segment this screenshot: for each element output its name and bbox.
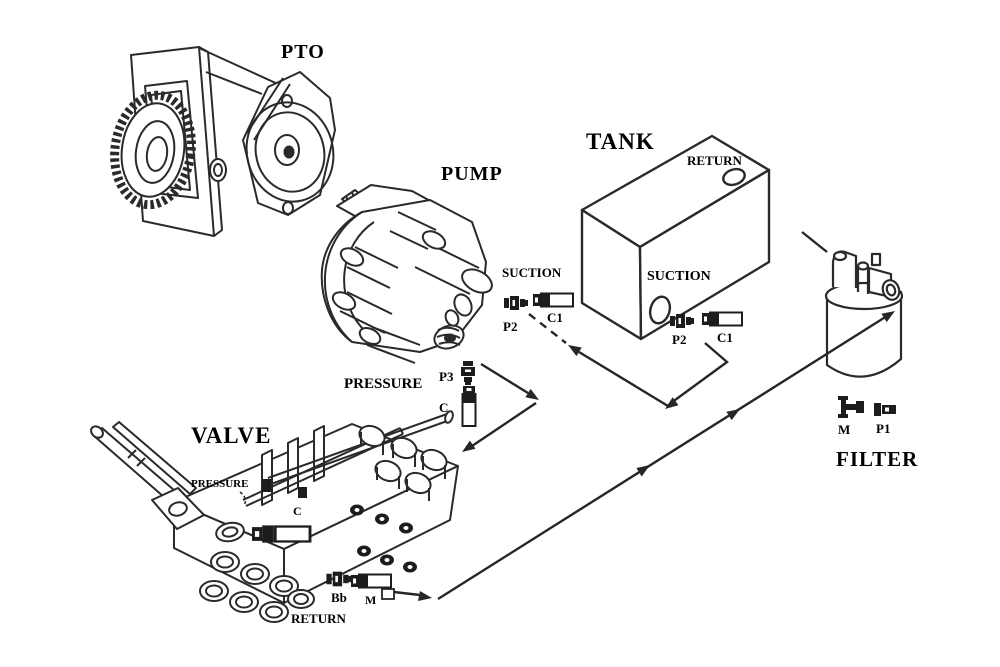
tank-label: TANK [586, 129, 655, 154]
filter-drawing [824, 250, 904, 378]
filter-m-fitting [838, 396, 864, 418]
pto-drawing [110, 46, 336, 237]
fittings [250, 291, 896, 590]
tank-return-hole [722, 167, 746, 187]
return-arrowhead-mid-2 [726, 409, 740, 421]
pump-p2-label: P2 [503, 319, 518, 334]
pressure-arrowhead-corner [525, 388, 539, 400]
return-arrowhead-mid-1 [636, 465, 650, 477]
valve-hex-plugs [199, 551, 315, 623]
suction-line [528, 313, 729, 409]
valve-c-fitting [250, 523, 312, 545]
valve-drawing [90, 410, 459, 623]
pump-cylinders [331, 211, 493, 364]
valve-top-ports [358, 424, 448, 501]
valve-pressure-label: PRESSURE [191, 478, 249, 490]
return-line [381, 311, 895, 601]
pressure-line [462, 362, 539, 452]
pump-c1-label: C1 [547, 310, 563, 325]
valve-pressure-port [215, 521, 245, 543]
tank-return-label: RETURN [687, 153, 742, 168]
valve-c-label: C [293, 504, 302, 518]
valve-lever [90, 421, 205, 530]
pump-pressure-label: PRESSURE [344, 376, 423, 392]
tank-drawing [580, 134, 771, 341]
filter-p1-fitting [874, 403, 896, 416]
pump-p3-fitting [461, 361, 475, 385]
return-arrowhead-at-valve [418, 591, 432, 601]
tank-suction-label: SUCTION [647, 269, 711, 284]
pump-c-label: C [439, 400, 449, 415]
tank-p2-fitting [670, 314, 694, 328]
filter-m-label: M [838, 422, 851, 437]
valve-m-label: M [365, 593, 377, 607]
filter-to-tank-line [801, 231, 828, 253]
valve-m-fitting [350, 572, 392, 590]
valve-bb-label: Bb [331, 590, 347, 605]
suction-arrowhead-to-pump [568, 345, 582, 357]
pressure-arrowhead-to-valve [462, 440, 476, 452]
pto-label: PTO [281, 41, 325, 63]
pump-suction-label: SUCTION [502, 265, 562, 280]
tank-p2-label: P2 [672, 332, 687, 347]
tank-suction-hole [648, 295, 672, 325]
valve-label: VALVE [191, 423, 272, 448]
pump-pressure-boss [433, 324, 465, 350]
suction-arrowhead-mid [665, 397, 679, 409]
return-arrowhead-to-filter [881, 311, 895, 323]
filter-label: FILTER [836, 447, 919, 471]
valve-bb-fitting [326, 571, 352, 587]
tank-c1-fitting [701, 310, 743, 328]
valve-return-label: RETURN [291, 611, 346, 626]
tank-c1-label: C1 [717, 330, 733, 345]
pump-c-fitting [460, 385, 478, 427]
pump-c1-fitting [532, 291, 574, 309]
pump-p3-label: P3 [439, 369, 454, 384]
pump-label: PUMP [441, 163, 503, 185]
pto-gear [110, 90, 196, 210]
valve-bolts [350, 504, 417, 573]
filter-p1-label: P1 [876, 421, 891, 436]
pump-drawing [320, 184, 493, 364]
pump-p2-fitting [504, 296, 528, 310]
